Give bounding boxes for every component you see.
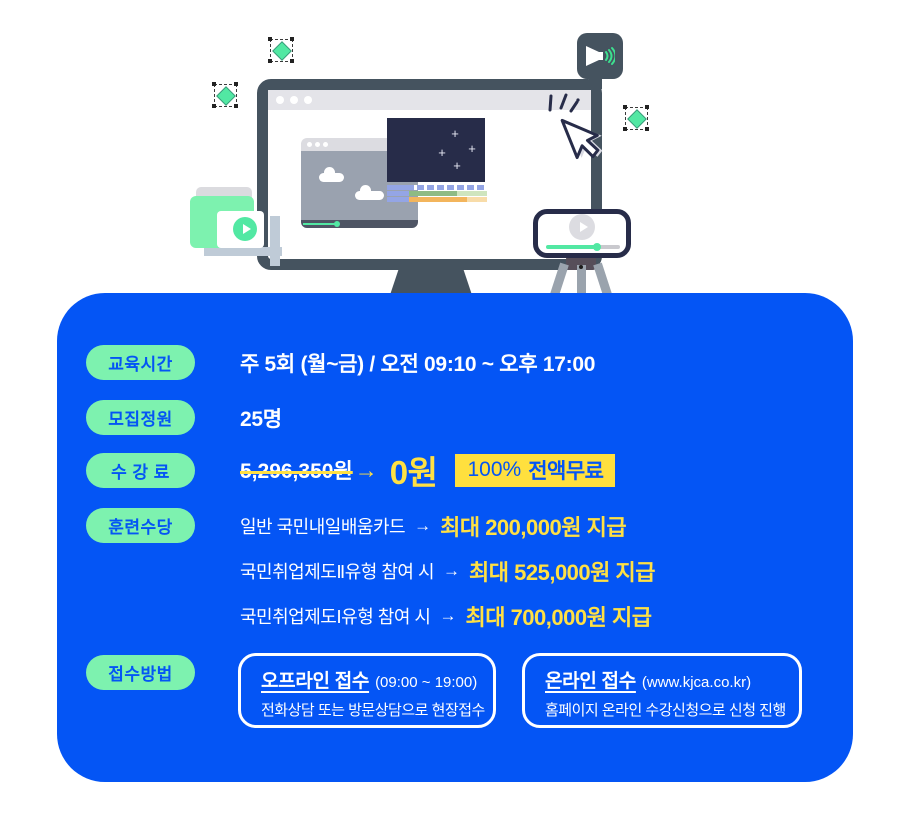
progress-knob	[334, 221, 340, 227]
allowance-line: 국민취업제도Ⅰ유형 참여 시 → 최대 700,000원 지급	[240, 601, 652, 631]
pill-label: 수 강 료	[111, 463, 170, 482]
badge-percent: 100%	[467, 458, 522, 481]
folder-shadow	[204, 247, 282, 256]
label-pill-capacity: 모집정원	[86, 400, 195, 435]
final-price: 0원	[389, 454, 438, 491]
play-icon	[569, 214, 595, 240]
arrow-icon: →	[443, 561, 461, 580]
allowance-condition: 국민취업제도Ⅰ유형 참여 시	[240, 607, 431, 627]
label-pill-allowance: 훈련수당	[86, 508, 195, 543]
window-dot-icon	[304, 96, 312, 104]
label-pill-schedule: 교육시간	[86, 345, 195, 380]
window-dot-icon	[315, 142, 320, 147]
arrow-icon: →	[414, 516, 432, 535]
tripod-mount	[566, 256, 596, 270]
folder-shadow	[270, 216, 280, 266]
sparkle-icon	[268, 37, 293, 62]
timeline-track	[387, 185, 487, 190]
allowance-amount: 최대 700,000원 지급	[465, 605, 652, 630]
crosshair-icon: +	[468, 140, 476, 156]
progress-fill	[303, 223, 339, 225]
tuition-row: 5,296,350원 → 0원 100% 전액무료	[240, 449, 616, 491]
window-dot-icon	[323, 142, 328, 147]
progress-fill	[546, 245, 598, 249]
label-pill-tuition: 수 강 료	[86, 453, 195, 488]
method-title: 오프라인 접수	[261, 671, 370, 692]
timeline-track	[387, 191, 487, 196]
badge-label: 전액무료	[528, 460, 604, 483]
allowance-amount: 최대 525,000원 지급	[469, 560, 655, 585]
cloud-icon	[355, 185, 384, 200]
allowance-condition: 일반 국민내일배움카드	[240, 517, 406, 537]
window-dot-icon	[290, 96, 298, 104]
tripod-leg	[577, 265, 586, 295]
window-dot-icon	[276, 96, 284, 104]
progress-rest	[598, 245, 620, 249]
preview-panel: + + + +	[387, 118, 485, 182]
crosshair-icon: +	[451, 125, 459, 141]
play-icon	[233, 217, 257, 241]
pill-label: 모집정원	[108, 410, 173, 429]
crosshair-icon: +	[453, 157, 461, 173]
monitor-stand	[390, 268, 472, 295]
arrow-icon: →	[354, 456, 378, 483]
method-note: (09:00 ~ 19:00)	[375, 674, 478, 691]
offline-apply-box: 오프라인 접수 (09:00 ~ 19:00) 전화상담 또는 방문상담으로 현…	[238, 653, 496, 728]
tripod-screw	[579, 265, 583, 269]
sparkle-icon	[623, 105, 648, 130]
label-pill-apply: 접수방법	[86, 655, 195, 690]
method-description: 홈페이지 온라인 수강신청으로 신청 진행	[545, 702, 786, 719]
cursor-icon	[548, 93, 603, 160]
allowance-amount: 최대 200,000원 지급	[440, 515, 627, 540]
pill-label: 접수방법	[108, 665, 173, 684]
method-description: 전화상담 또는 방문상담으로 현장접수	[261, 702, 485, 719]
method-title: 온라인 접수	[545, 671, 636, 692]
online-apply-box: 온라인 접수 (www.kjca.co.kr) 홈페이지 온라인 수강신청으로 …	[522, 653, 802, 728]
progress-knob	[593, 243, 601, 251]
capacity-text: 25명	[240, 407, 282, 431]
crosshair-icon: +	[438, 144, 446, 160]
free-badge: 100% 전액무료	[455, 453, 616, 487]
cloud-icon	[319, 167, 344, 182]
allowance-condition: 국민취업제도Ⅱ유형 참여 시	[240, 562, 435, 582]
pill-label: 교육시간	[108, 355, 173, 374]
tripod-leg	[593, 262, 612, 296]
arrow-icon: →	[439, 606, 457, 625]
timeline-track	[387, 197, 487, 202]
original-price: 5,296,350원	[240, 460, 353, 483]
progress-bar	[301, 220, 418, 228]
allowance-line: 국민취업제도Ⅱ유형 참여 시 → 최대 525,000원 지급	[240, 556, 655, 586]
method-note: (www.kjca.co.kr)	[641, 674, 752, 691]
browser-titlebar	[268, 90, 591, 110]
window-dot-icon	[307, 142, 312, 147]
player-progress-bar	[546, 243, 620, 251]
schedule-text: 주 5회 (월~금) / 오전 09:10 ~ 오후 17:00	[240, 352, 596, 376]
pill-label: 훈련수당	[108, 518, 173, 537]
speaker-mount	[589, 76, 602, 89]
allowance-line: 일반 국민내일배움카드 → 최대 200,000원 지급	[240, 511, 627, 541]
sparkle-icon	[212, 82, 237, 107]
speaker-icon	[577, 33, 623, 79]
